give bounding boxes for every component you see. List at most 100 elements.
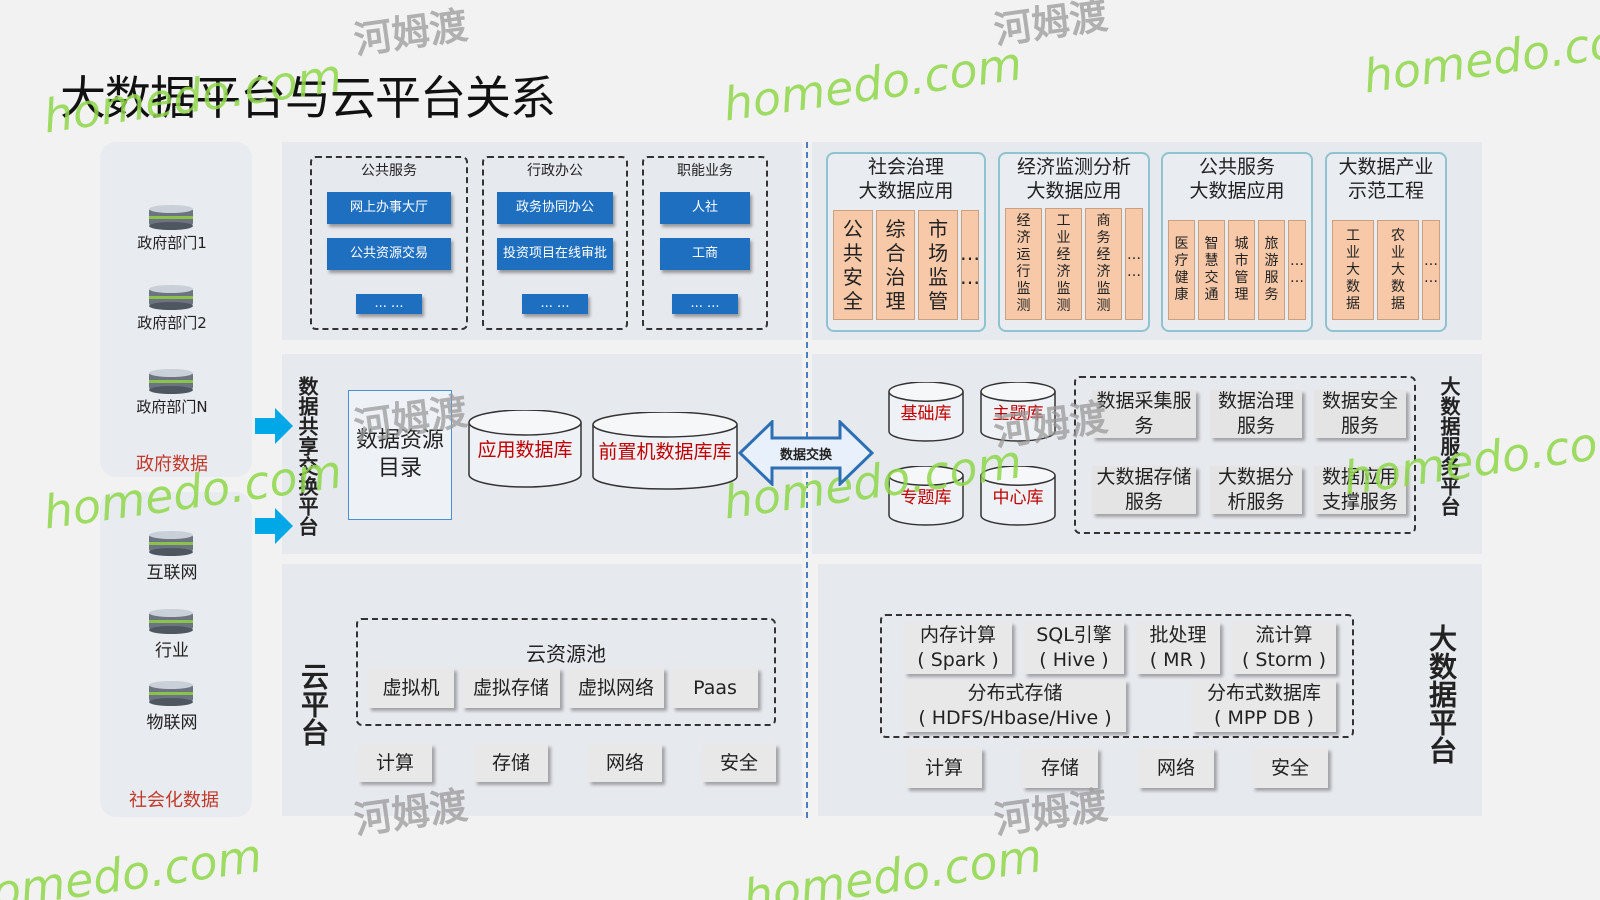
bigdata-base-button[interactable]: 安全 (1252, 748, 1328, 788)
cloud-base-button[interactable]: 计算 (358, 744, 432, 782)
cloud-pool-button[interactable]: 虚拟存储 (462, 668, 560, 708)
bigdata-app-cell[interactable]: 商务经济监测 (1085, 208, 1122, 320)
cloud-pool-button[interactable]: 虚拟机 (368, 668, 454, 708)
cloud-pool-button[interactable]: 虚拟网络 (568, 668, 664, 708)
app-database[interactable]: 应用数据库 (477, 439, 573, 462)
bigdata-app-cell[interactable]: 工业经济监测 (1045, 208, 1082, 320)
bigdata-app-cell[interactable]: 农业大数据 (1377, 220, 1419, 320)
bigdata-app-cell[interactable]: 医疗健康 (1168, 220, 1195, 320)
bigdata-app-title: 社会治理 大数据应用 (858, 156, 954, 202)
cloud-resource-pool (356, 618, 776, 726)
bigdata-service-button[interactable]: 大数据分析服务 (1210, 466, 1302, 514)
bigdata-app-cell[interactable]: 公共安全 (833, 210, 873, 320)
bigdata-base-button[interactable]: 网络 (1138, 748, 1214, 788)
watermark-text: homedo.com (740, 828, 1046, 900)
bigdata-engine-button[interactable]: 流计算 ( Storm ) (1232, 622, 1336, 674)
social-data-label: 社会化数据 (129, 790, 219, 811)
bigdata-base-button[interactable]: 计算 (906, 748, 982, 788)
gov-app-button[interactable]: ... ... (356, 294, 422, 314)
topic-database[interactable]: 主题库 (992, 404, 1044, 425)
app-database-icon (468, 410, 582, 488)
bigdata-app-cell[interactable]: 智慧交通 (1198, 220, 1225, 320)
bigdata-app-cell[interactable]: …… (960, 210, 980, 320)
source-gov-dept: 政府部门2 (137, 314, 207, 332)
page-title: 大数据平台与云平台关系 (60, 71, 556, 125)
gov-app-button[interactable]: 网上办事大厅 (327, 192, 451, 224)
cloud-pool-title: 云资源池 (526, 642, 606, 666)
bigdata-engine-button[interactable]: SQL引擎 ( Hive ) (1024, 622, 1124, 674)
bigdata-engine-button[interactable]: 内存计算 ( Spark ) (904, 622, 1012, 674)
data-exchange-label: 数据交换 (779, 448, 832, 463)
data-exchange-arrow-icon (738, 420, 874, 486)
bigdata-app-cell[interactable]: …… (1125, 208, 1143, 320)
source-social: 互联网 (146, 563, 198, 583)
bigdata-service-button[interactable]: 数据安全服务 (1314, 390, 1406, 438)
database-server-icon (149, 285, 193, 310)
cloud-base-button[interactable]: 存储 (474, 744, 548, 782)
inflow-arrow-icon (255, 508, 293, 544)
divider-line (806, 142, 808, 818)
watermark-text: homedo.com (720, 36, 1026, 132)
gov-app-button[interactable]: 政务协同办公 (497, 192, 613, 224)
bigdata-engine-button[interactable]: 批处理 ( MR ) (1136, 622, 1220, 674)
gov-app-button[interactable]: 人社 (660, 192, 750, 224)
database-server-icon (149, 681, 193, 706)
bigdata-app-title: 大数据产业 示范工程 (1338, 156, 1434, 202)
bigdata-app-cell[interactable]: 综合治理 (875, 210, 916, 320)
database-server-icon (149, 531, 193, 556)
bigdata-app-cell[interactable]: 旅游服务 (1258, 220, 1285, 320)
bigdata-storage-button[interactable]: 分布式数据库 ( MPP DB ) (1192, 680, 1336, 732)
topic-database-icon (980, 466, 1056, 526)
bigdata-base-button[interactable]: 存储 (1022, 748, 1098, 788)
database-server-icon (149, 609, 193, 634)
bigdata-service-button[interactable]: 数据采集服务 (1092, 390, 1196, 438)
bigdata-app-cell[interactable]: 市场监管 (918, 210, 958, 320)
gov-app-group (642, 156, 768, 330)
topic-database[interactable]: 中心库 (992, 488, 1044, 509)
cloud-base-button[interactable]: 网络 (588, 744, 662, 782)
bigdata-engine-group (880, 614, 1354, 738)
resource-catalog-box[interactable]: 数据资源目录 (348, 390, 452, 520)
watermark-cn-text: 河姆渡 (351, 3, 471, 63)
bigdata-app-cell[interactable]: 城市管理 (1228, 220, 1255, 320)
front-database[interactable]: 前置机数据库库 (598, 441, 732, 464)
source-gov-dept: 政府部门N (136, 398, 208, 416)
database-server-icon (149, 369, 193, 394)
gov-app-group (310, 156, 468, 330)
gov-app-title: 职能业务 (677, 163, 733, 179)
gov-app-button[interactable]: ... ... (672, 294, 738, 314)
source-social: 物联网 (146, 713, 198, 733)
gov-app-title: 公共服务 (361, 163, 417, 179)
gov-app-button[interactable]: ... ... (522, 294, 588, 314)
gov-app-button[interactable]: 工商 (660, 238, 750, 270)
database-server-icon (149, 205, 193, 230)
bigdata-service-button[interactable]: 数据治理服务 (1210, 390, 1302, 438)
exchange-platform-label: 数据共享交换平台 (295, 376, 319, 536)
bigdata-service-button[interactable]: 数据应用支撑服务 (1314, 466, 1406, 514)
topic-database[interactable]: 基础库 (900, 404, 952, 425)
bigdata-platform-label: 大数据平台 (1425, 624, 1458, 764)
gov-app-button[interactable]: 投资项目在线审批 (497, 238, 613, 270)
bigdata-service-button[interactable]: 大数据存储服务 (1092, 466, 1196, 514)
bigdata-service-group (1074, 376, 1416, 534)
bigdata-app-title: 经济监测分析 大数据应用 (1016, 156, 1131, 202)
bigdata-app-cell[interactable]: 工业大数据 (1332, 220, 1374, 320)
front-database-icon (592, 412, 738, 490)
bigdata-app-title: 公共服务 大数据应用 (1189, 156, 1285, 202)
cloud-platform-label: 云平台 (297, 662, 330, 746)
bigdata-app-cell[interactable]: 经济运行监测 (1005, 208, 1042, 320)
inflow-arrow-icon (255, 408, 293, 444)
cloud-pool-button[interactable]: Paas (672, 668, 758, 708)
watermark-cn-text: 河姆渡 (991, 0, 1111, 53)
topic-database[interactable]: 专题库 (900, 488, 952, 509)
gov-app-button[interactable]: 公共资源交易 (327, 238, 451, 270)
bigdata-storage-button[interactable]: 分布式存储 ( HDFS/Hbase/Hive ) (904, 680, 1126, 732)
topic-database-icon (980, 382, 1056, 442)
bigdata-app-cell[interactable]: …… (1422, 220, 1440, 320)
bigdata-app-cell[interactable]: …… (1288, 220, 1306, 320)
watermark-text: homedo.com (1360, 8, 1600, 104)
gov-app-title: 行政办公 (527, 163, 583, 179)
gov-app-group (482, 156, 628, 330)
cloud-base-button[interactable]: 安全 (702, 744, 776, 782)
topic-database-icon (888, 382, 964, 442)
